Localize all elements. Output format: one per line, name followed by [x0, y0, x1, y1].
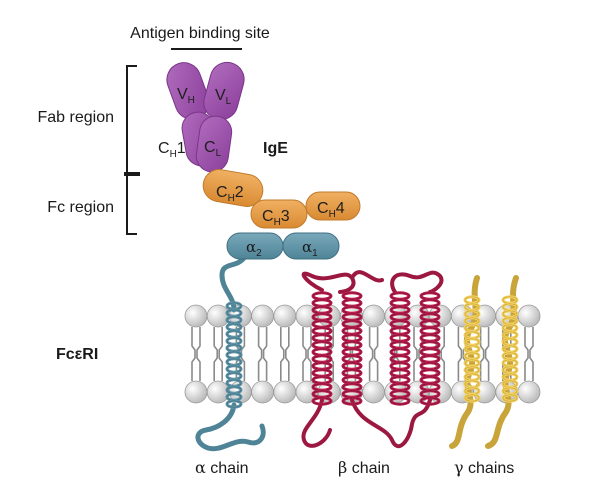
alpha-chain-stalk [219, 255, 247, 313]
beta-chain-tail-2 [350, 398, 432, 449]
beta-helix-turn [312, 397, 332, 405]
fc-region-label: Fc region [47, 199, 114, 216]
vh-label: VH [177, 86, 195, 106]
vl-domain: VL [203, 61, 245, 121]
lipid-head [273, 380, 297, 404]
beta-chain [301, 270, 444, 449]
gamma-chains-label: γ chains [454, 458, 514, 477]
alpha2-domain: α2 [226, 232, 284, 260]
lipid-head [251, 380, 275, 404]
gamma-chains [449, 275, 519, 449]
fab-bracket [126, 65, 137, 175]
gamma-helix-1 [463, 295, 481, 403]
beta-helix-turn [420, 397, 440, 405]
beta-chain-label: β chain [338, 458, 390, 477]
beta-helices [311, 291, 441, 406]
alpha2-label: α2 [246, 238, 262, 259]
beta-chain-tail-1 [301, 398, 332, 448]
alpha-helix-turn [226, 400, 242, 408]
ige-label: IgE [263, 140, 288, 157]
lipid-head [184, 304, 208, 328]
cl-label: CL [204, 139, 222, 159]
lipid-tail [479, 327, 490, 381]
fc-bracket [126, 174, 137, 235]
fab-region-label: Fab region [38, 109, 115, 126]
ch3-label: CH3 [262, 208, 290, 228]
cl-domain: CL [195, 115, 233, 173]
lipid-head [517, 380, 541, 404]
antigen-binding-site-label: Antigen binding site [130, 25, 270, 42]
ch1-label: CH1 [158, 140, 186, 160]
alpha1-domain: α1 [282, 232, 340, 260]
ch3-domain: CH3 [250, 199, 308, 229]
lipid-head [362, 304, 386, 328]
alpha-chain-label: α chain [195, 458, 249, 477]
beta-helix-turn [342, 397, 362, 405]
alpha-chain-tail [195, 402, 266, 452]
alpha-chain [195, 255, 266, 452]
lipid-tails [191, 327, 534, 381]
alpha-helix [225, 301, 243, 409]
region-brackets [124, 48, 242, 235]
lipid-heads-outer-leaflet [184, 304, 541, 328]
ch4-label: CH4 [317, 200, 345, 220]
gamma-helix-turn [464, 394, 480, 402]
ch2-domain: CH2 [202, 169, 264, 207]
lipid-tail [302, 327, 312, 381]
lipid-head [273, 304, 297, 328]
lipid-head [206, 304, 230, 328]
vl-label: VL [215, 87, 232, 107]
ch2-label: CH2 [216, 184, 244, 204]
gamma-helix-2 [501, 295, 519, 403]
lipid-tail [524, 327, 534, 381]
lipid-head [184, 380, 208, 404]
beta-helix-turn [390, 397, 410, 405]
ch4-domain: CH4 [305, 191, 361, 221]
lipid-head [251, 304, 275, 328]
lipid-head [517, 304, 541, 328]
vh-domain: VH [166, 62, 210, 120]
lipid-tail [191, 327, 201, 381]
beta-chain-loops [301, 270, 444, 294]
lipid-tail [280, 327, 290, 381]
lipid-tail [257, 327, 268, 381]
lipid-tail [368, 327, 379, 381]
gamma-helix-turn [502, 394, 518, 402]
lipid-tail [213, 327, 223, 381]
ige-antibody: VH VL CH1 CL CH2 CH3 CH4 [158, 61, 361, 229]
lipid-head [362, 380, 386, 404]
fceri-label: FcεRI [56, 346, 98, 363]
alpha1-label: α1 [302, 238, 318, 259]
